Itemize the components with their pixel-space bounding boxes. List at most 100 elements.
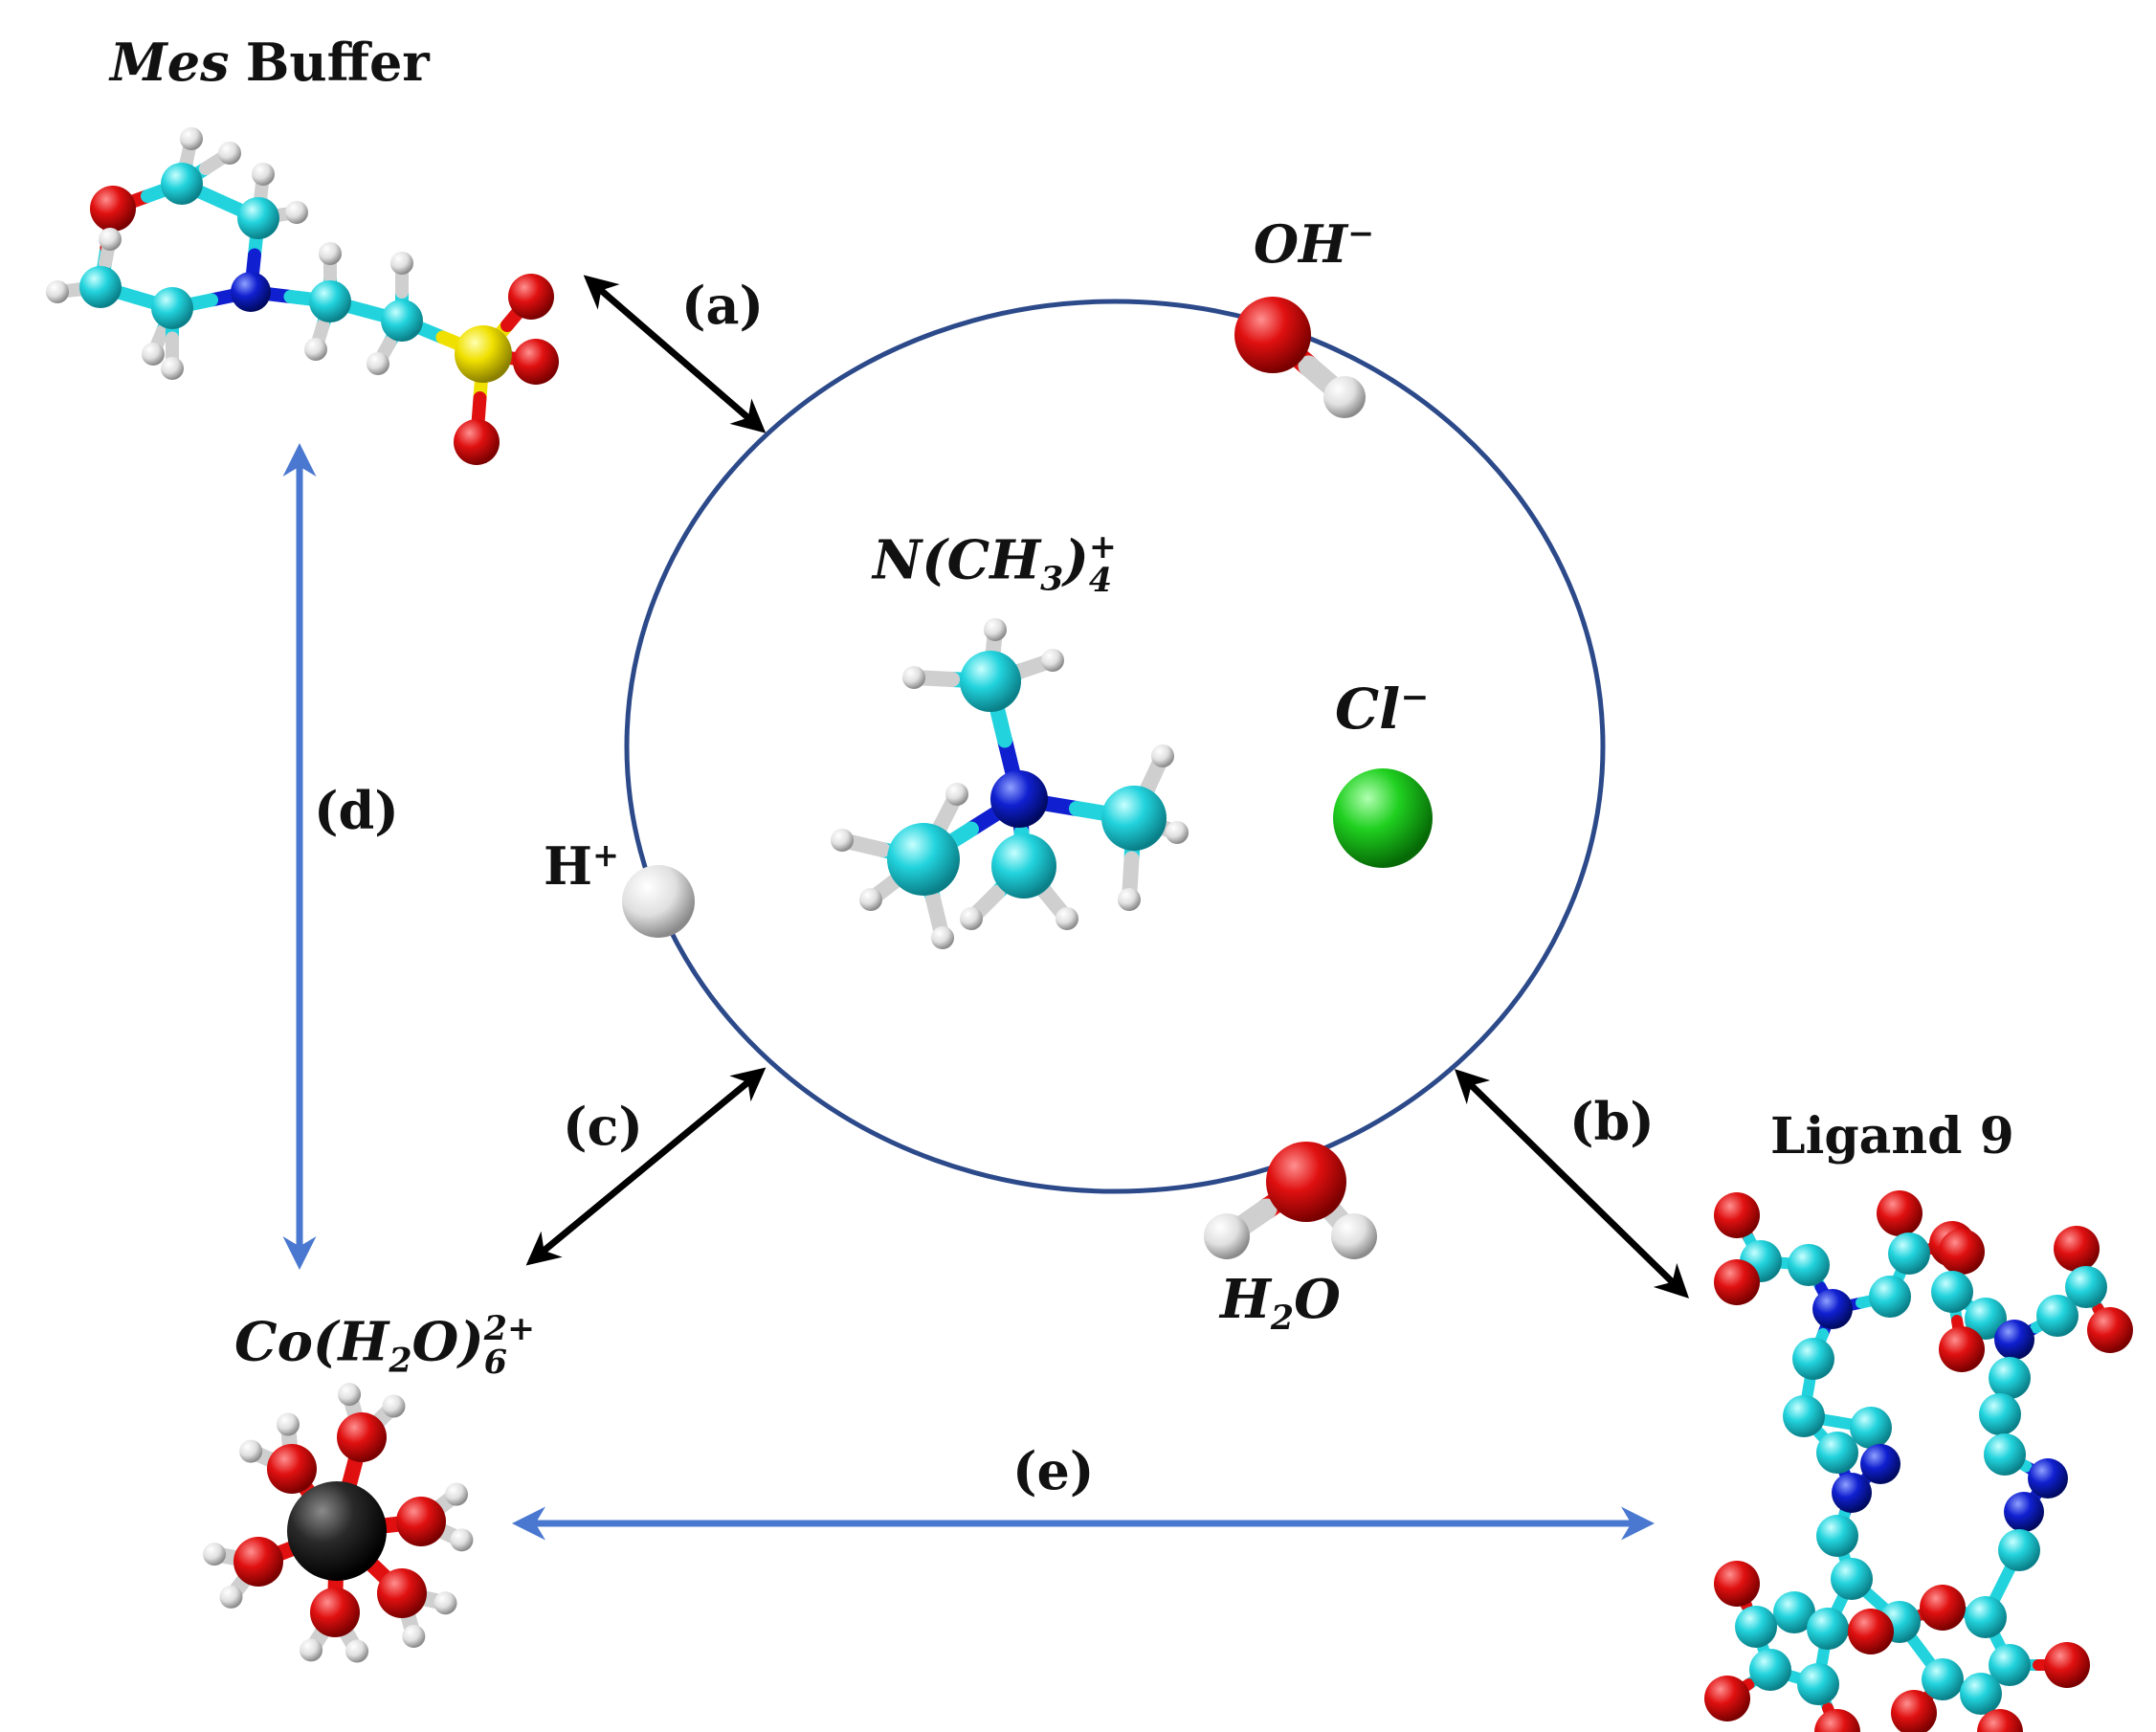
label-e: (e) — [1012, 1440, 1095, 1501]
atom-o — [2087, 1307, 2133, 1353]
chloride-atom — [1333, 768, 1433, 868]
atom-c — [1735, 1606, 1777, 1648]
label-b: (b) — [1569, 1091, 1655, 1152]
atom-h — [345, 1639, 369, 1663]
atom-c — [1888, 1232, 1930, 1275]
atom-h — [402, 1624, 426, 1648]
atom-h — [433, 1591, 457, 1615]
water-molecule — [1204, 1142, 1377, 1259]
tetramethylammonium-label: N(CH3)+4 — [873, 527, 1117, 600]
atom-c — [960, 651, 1021, 712]
atom-h — [859, 888, 882, 911]
atom-o — [1814, 1709, 1860, 1732]
atom-n — [1994, 1320, 2034, 1360]
atom-c — [2065, 1266, 2107, 1308]
atom-h — [367, 352, 389, 375]
atom-c — [237, 197, 279, 239]
atom-c — [1773, 1591, 1815, 1633]
atom-o — [1939, 1326, 1985, 1372]
atom-h — [142, 343, 165, 366]
atom-c — [1101, 786, 1167, 851]
atom-o — [1939, 1229, 1985, 1275]
atom-o — [1977, 1709, 2023, 1732]
atom-h — [300, 1638, 323, 1662]
hydroxide-label: OH− — [1254, 213, 1375, 275]
atom-c — [1965, 1298, 2007, 1340]
atom-h — [1166, 821, 1189, 844]
atom-h — [984, 618, 1007, 641]
atom-h — [450, 1528, 474, 1552]
atom-o — [1234, 297, 1311, 373]
atom-c — [1984, 1433, 2026, 1476]
atom-n — [2004, 1492, 2044, 1532]
atom-c — [1850, 1407, 1892, 1449]
atom-c — [1816, 1515, 1858, 1557]
atom-c — [1749, 1649, 1791, 1691]
arrow-a — [583, 275, 767, 433]
atom-h — [445, 1482, 469, 1506]
atom-h — [219, 1585, 243, 1609]
solvation-ring — [624, 299, 1606, 1194]
atom-o — [337, 1412, 387, 1462]
atom-h — [1151, 744, 1174, 767]
atom-o — [1848, 1609, 1894, 1654]
arrow-c — [525, 1067, 767, 1266]
atom-h — [931, 926, 954, 949]
atom-o — [1704, 1676, 1750, 1721]
atom-h — [218, 142, 241, 165]
atom-co — [287, 1481, 387, 1581]
atom-o — [310, 1588, 360, 1637]
atom-n — [1832, 1473, 1872, 1513]
label-a: (a) — [681, 275, 765, 336]
atom-c — [79, 266, 122, 308]
atom-h — [46, 280, 69, 303]
ligand-9-molecule — [1704, 1190, 2133, 1732]
cobalt-complex-label: Co(H2O)2+6 — [234, 1309, 536, 1382]
water-label: H2O — [1220, 1268, 1341, 1339]
atom-n — [1812, 1289, 1853, 1329]
atom-h — [831, 829, 854, 852]
atom-c — [2036, 1295, 2078, 1337]
atom-c — [887, 823, 960, 896]
atom-h — [304, 338, 327, 361]
atom-n — [990, 770, 1048, 828]
atom-c — [1792, 1338, 1834, 1380]
atom-c — [1922, 1658, 1964, 1700]
atom-n — [1860, 1444, 1900, 1484]
atom-n — [2028, 1458, 2068, 1499]
atom-o — [1891, 1690, 1937, 1732]
atom-c — [381, 300, 423, 342]
atom-c — [1998, 1529, 2040, 1571]
atom-n — [231, 272, 271, 312]
atom-c — [1831, 1558, 1873, 1600]
atom-o — [90, 186, 136, 232]
atom-h — [382, 1394, 406, 1418]
atom-cl — [1333, 768, 1433, 868]
atom-c — [1979, 1393, 2021, 1435]
atom-h — [99, 228, 122, 251]
atom-c — [1960, 1673, 2002, 1715]
ligand-9-label: Ligand 9 — [1770, 1107, 2014, 1166]
hydroxide-molecule — [1234, 297, 1366, 418]
proton-label: H+ — [544, 835, 620, 897]
atom-o — [1266, 1142, 1346, 1222]
atom-hb — [1331, 1213, 1377, 1259]
atom-h — [319, 242, 342, 265]
atom-c — [991, 833, 1056, 899]
atom-c — [1989, 1357, 2031, 1399]
atom-h — [960, 907, 983, 930]
atom-h — [902, 666, 925, 689]
atom-c — [1989, 1644, 2031, 1686]
atom-o — [1920, 1585, 1966, 1631]
tetramethylammonium-molecule — [831, 618, 1189, 949]
atom-hb — [1204, 1213, 1250, 1259]
atom-c — [1797, 1663, 1839, 1705]
atom-c — [309, 280, 351, 322]
atom-o — [1714, 1259, 1760, 1305]
atom-o — [2044, 1642, 2090, 1688]
atom-o — [454, 419, 500, 465]
chloride-label: Cl− — [1335, 677, 1430, 742]
mes-buffer-label: Mes Buffer — [110, 32, 430, 93]
atom-o — [508, 274, 554, 320]
